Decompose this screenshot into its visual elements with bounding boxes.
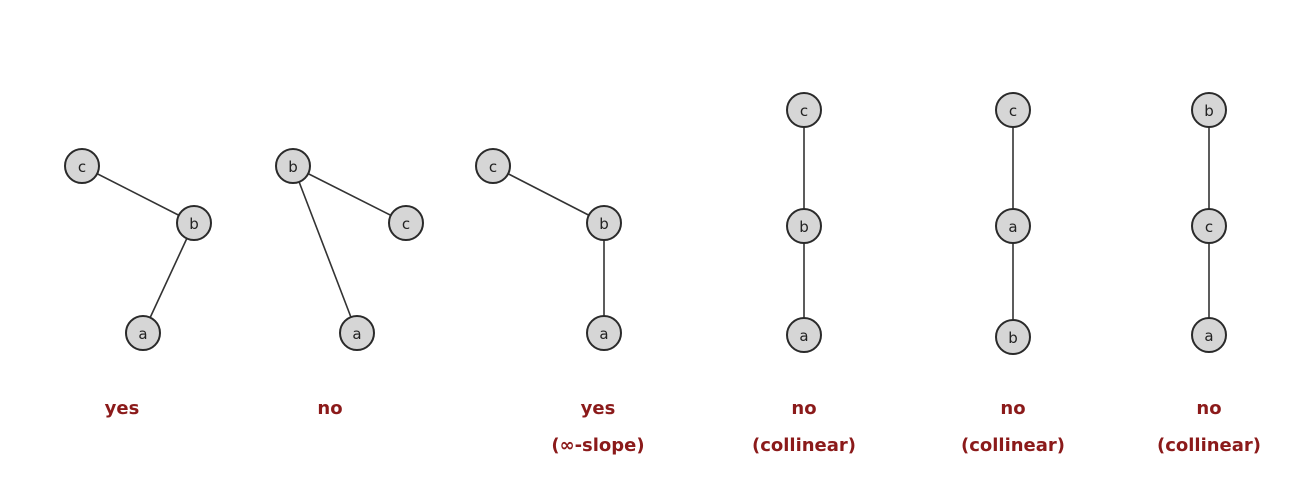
edge-c-b [492,165,605,224]
node-c: c [388,205,424,241]
caption: no [791,398,816,419]
diagram-5: c a b no (collinear) [961,92,1065,456]
subcaption: (collinear) [1157,435,1261,456]
node-circle [995,92,1031,128]
node-c: c [1191,208,1227,244]
diagram-2: b c a no [275,148,424,419]
node-label: c [1205,218,1213,236]
node-b: b [786,208,822,244]
caption: no [317,398,342,419]
node-circle [786,92,822,128]
caption: no [1196,398,1221,419]
node-label: c [489,158,497,176]
node-c: c [475,148,511,184]
node-circle [995,319,1031,355]
node-label: a [1008,218,1017,236]
node-label: b [189,215,199,233]
node-label: c [800,102,808,120]
node-circle [125,315,161,351]
diagram-4: c b a no (collinear) [752,92,856,456]
node-label: b [288,158,298,176]
node-c: c [786,92,822,128]
node-a: a [1191,317,1227,353]
edge-b-a [292,165,358,334]
node-b: b [1191,92,1227,128]
node-a: a [786,317,822,353]
node-label: a [352,325,361,343]
node-circle [786,317,822,353]
node-label: b [599,215,609,233]
caption: yes [105,398,140,419]
node-c: c [64,148,100,184]
diagram-6: b c a no (collinear) [1157,92,1261,456]
node-a: a [995,208,1031,244]
caption: yes [581,398,616,419]
node-c: c [995,92,1031,128]
node-label: c [402,215,410,233]
node-circle [64,148,100,184]
node-label: b [1008,329,1018,347]
node-label: a [799,327,808,345]
caption: no [1000,398,1025,419]
node-circle [388,205,424,241]
node-circle [786,208,822,244]
node-circle [475,148,511,184]
node-b: b [176,205,212,241]
subcaption: (∞-slope) [551,435,644,456]
node-label: c [1009,102,1017,120]
edge-b-c [292,165,407,224]
node-label: a [138,325,147,343]
node-circle [995,208,1031,244]
diagram-3: c b a yes (∞-slope) [475,148,645,456]
node-circle [275,148,311,184]
edge-c-b [81,165,195,224]
node-a: a [125,315,161,351]
node-label: b [1204,102,1214,120]
node-a: a [339,315,375,351]
node-a: a [586,315,622,351]
node-label: c [78,158,86,176]
node-b: b [995,319,1031,355]
subcaption: (collinear) [752,435,856,456]
node-label: a [1204,327,1213,345]
node-label: a [599,325,608,343]
node-circle [339,315,375,351]
node-label: b [799,218,809,236]
node-circle [176,205,212,241]
subcaption: (collinear) [961,435,1065,456]
node-circle [1191,317,1227,353]
node-b: b [586,205,622,241]
diagram-1: c b a yes [64,148,212,419]
node-b: b [275,148,311,184]
node-circle [1191,208,1227,244]
node-circle [1191,92,1227,128]
edge-b-a [142,222,195,334]
node-circle [586,315,622,351]
node-circle [586,205,622,241]
